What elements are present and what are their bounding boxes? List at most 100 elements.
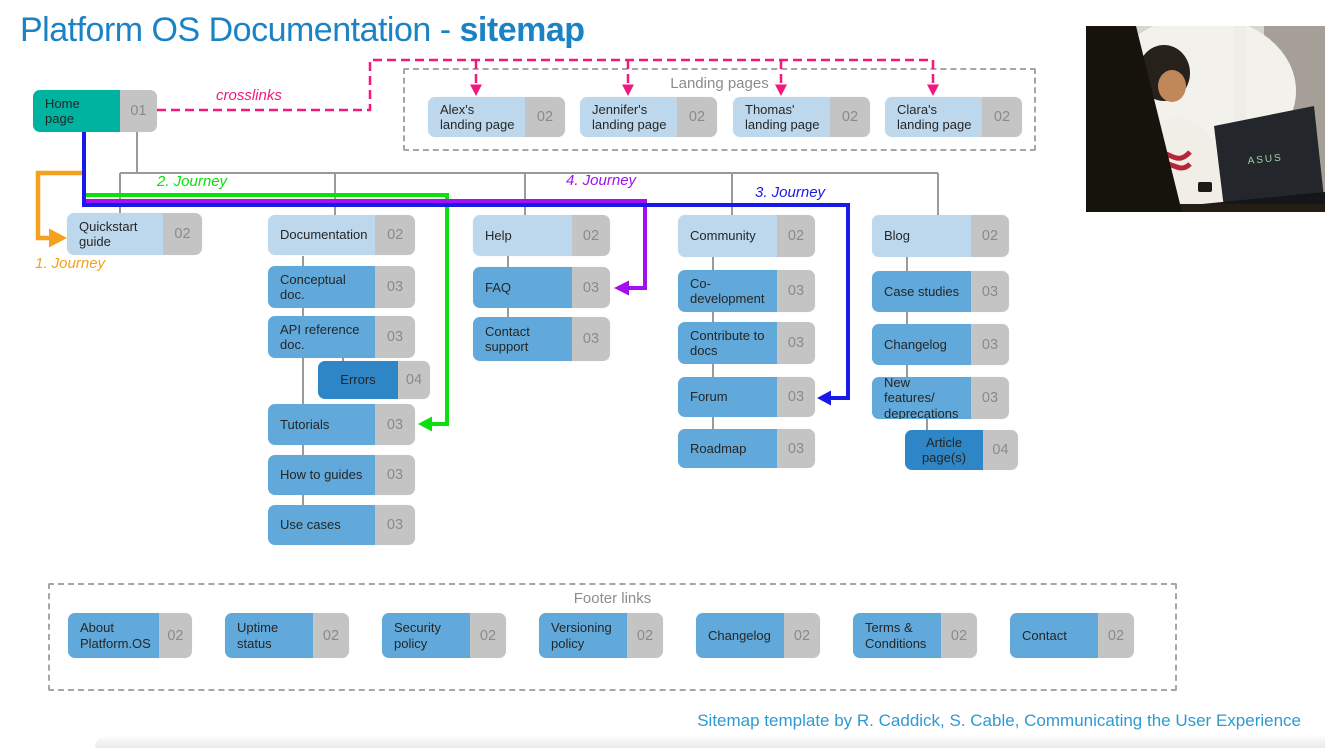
node-label: Help xyxy=(473,215,572,256)
journey-2-label: 2. Journey xyxy=(157,173,228,190)
node-label: Alex's landing page xyxy=(428,97,525,137)
node-level-badge: 02 xyxy=(627,613,663,658)
footer-links-group-label: Footer links xyxy=(573,590,652,607)
landing-pages-group-label: Landing pages xyxy=(670,75,769,92)
journey-3-label: 3. Journey xyxy=(755,184,826,201)
node-level-badge: 03 xyxy=(572,267,610,308)
node-label: Contact support xyxy=(473,317,572,361)
node-level-badge: 02 xyxy=(941,613,977,658)
crosslinks-label: crosslinks xyxy=(216,87,282,104)
node-label: Contribute to docs xyxy=(678,322,777,364)
node-label: Case studies xyxy=(872,271,971,312)
node-level-badge: 02 xyxy=(784,613,820,658)
node-label: Roadmap xyxy=(678,429,777,468)
node-label: Security policy xyxy=(382,613,470,658)
node-level-badge: 02 xyxy=(677,97,717,137)
node-label: Uptime status xyxy=(225,613,313,658)
node-label: Blog xyxy=(872,215,971,257)
node-level-badge: 03 xyxy=(375,404,415,445)
node-level-badge: 02 xyxy=(971,215,1009,257)
node-label: Forum xyxy=(678,377,777,417)
journey-3-arrow xyxy=(817,390,831,406)
node-label: Tutorials xyxy=(268,404,375,445)
node-label: New features/​deprecations xyxy=(872,377,971,419)
node-level-badge: 02 xyxy=(572,215,610,256)
node-level-badge: 02 xyxy=(525,97,565,137)
node-label: Clara's landing page xyxy=(885,97,982,137)
node-level-badge: 02 xyxy=(470,613,506,658)
node-level-badge: 03 xyxy=(375,266,415,308)
laptop-lid xyxy=(1214,106,1324,208)
node-level-badge: 02 xyxy=(375,215,415,255)
journey-4-label: 4. Journey xyxy=(566,172,637,189)
sitemap-node-conceptual: Conceptual doc.03 xyxy=(268,266,415,308)
node-level-badge: 03 xyxy=(971,324,1009,365)
node-label: Conceptual doc. xyxy=(268,266,375,308)
node-label: Changelog xyxy=(696,613,784,658)
journey-2-arrow xyxy=(418,416,432,432)
node-level-badge: 02 xyxy=(158,613,192,658)
node-label: Errors xyxy=(318,361,398,399)
node-level-badge: 01 xyxy=(120,90,157,132)
person-face xyxy=(1158,70,1186,102)
laptop-logo: ASUS xyxy=(1247,152,1283,167)
node-label: Home page xyxy=(33,90,120,132)
node-level-badge: 02 xyxy=(777,215,815,257)
node-label: Changelog xyxy=(872,324,971,365)
node-level-badge: 02 xyxy=(163,213,202,255)
node-label: API reference doc. xyxy=(268,316,375,358)
page-title: Platform OS Documentation - sitemap xyxy=(20,11,585,49)
foreground-object xyxy=(1086,26,1182,212)
node-level-badge: 03 xyxy=(777,429,815,468)
watch xyxy=(1198,182,1212,192)
node-level-badge: 04 xyxy=(983,430,1018,470)
journey-4-arrow xyxy=(614,280,629,296)
node-level-badge: 04 xyxy=(398,361,430,399)
journey-1-label: 1. Journey xyxy=(35,255,106,272)
node-label: How to guides xyxy=(268,455,375,495)
attribution-text: Sitemap template by R. Caddick, S. Cable… xyxy=(697,711,1301,730)
node-level-badge: 03 xyxy=(777,377,815,417)
node-level-badge: 02 xyxy=(830,97,870,137)
node-label: Versioning policy xyxy=(539,613,627,658)
page-title-regular: Platform OS Documentation - xyxy=(20,11,460,49)
node-level-badge: 03 xyxy=(971,377,1009,419)
sitemap-node-articles: Article page(s)04 xyxy=(905,430,1018,470)
photo-person-laptop: ASUS xyxy=(1086,26,1325,212)
node-level-badge: 03 xyxy=(375,455,415,495)
node-label: Contact xyxy=(1010,613,1098,658)
node-level-badge: 02 xyxy=(313,613,349,658)
node-label: About Platform.OS xyxy=(68,613,159,658)
sitemap-node-api: API reference doc.03 xyxy=(268,316,415,358)
node-label: Quickstart guide xyxy=(67,213,163,255)
node-label: Article page(s) xyxy=(905,430,983,470)
node-label: Documentation xyxy=(268,215,376,255)
node-level-badge: 03 xyxy=(375,316,415,358)
node-label: Community xyxy=(678,215,777,257)
node-label: Terms & Conditions xyxy=(853,613,941,658)
